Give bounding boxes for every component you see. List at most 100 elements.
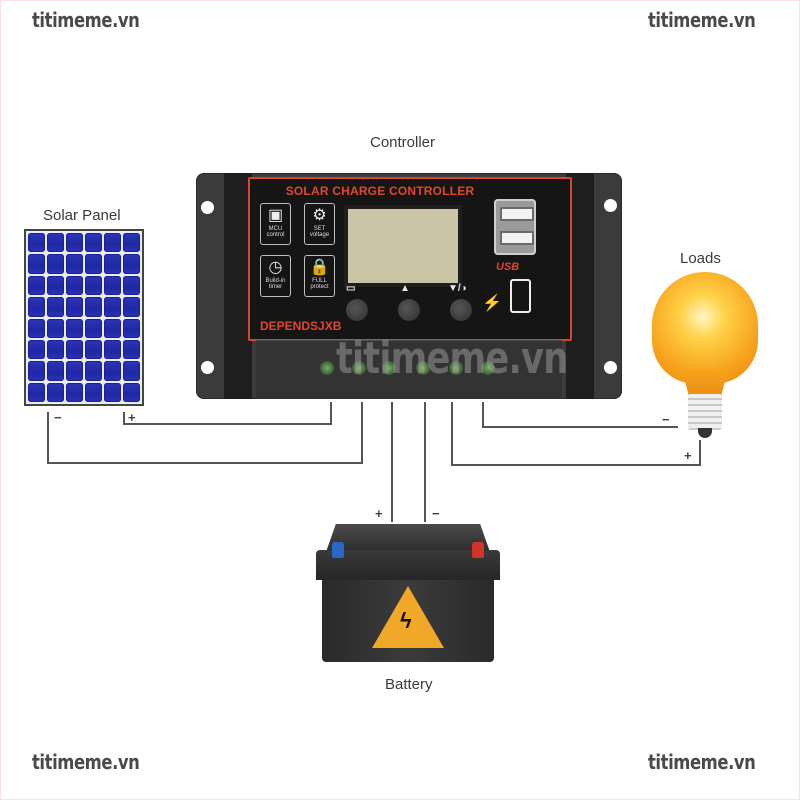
usb-label: USB bbox=[496, 261, 520, 273]
solar-cell bbox=[66, 254, 83, 274]
charge-controller: SOLAR CHARGE CONTROLLER ▣ MCU control ⚙ … bbox=[196, 173, 622, 399]
terminal-screw bbox=[481, 361, 495, 375]
solar-cell bbox=[123, 382, 140, 402]
battery-positive-sign: + bbox=[375, 506, 383, 521]
loads-label: Loads bbox=[680, 250, 721, 267]
solar-panel bbox=[24, 229, 144, 406]
battery-negative-sign: − bbox=[432, 506, 440, 521]
feature-set-voltage: ⚙ SET voltage bbox=[304, 203, 335, 245]
menu-button[interactable] bbox=[346, 299, 368, 321]
panel-positive-sign: + bbox=[128, 410, 136, 425]
usb-port bbox=[500, 231, 534, 245]
up-button[interactable] bbox=[398, 299, 420, 321]
mount-hole bbox=[201, 361, 214, 374]
solar-cell bbox=[66, 275, 83, 296]
watermark-bottom-left: titimeme.vn bbox=[32, 750, 140, 774]
solar-cell bbox=[28, 275, 45, 296]
solar-cell bbox=[104, 275, 121, 296]
brand-name: DEPENDSJXB bbox=[260, 319, 342, 333]
solar-cell bbox=[47, 233, 64, 253]
solar-cell bbox=[47, 254, 64, 274]
wire-panel-positive bbox=[123, 402, 332, 425]
solar-cell bbox=[28, 297, 45, 317]
solar-cell bbox=[47, 297, 64, 317]
solar-cell bbox=[66, 233, 83, 253]
solar-cell bbox=[85, 361, 102, 381]
solar-cell bbox=[47, 339, 64, 360]
feature-mcu-control: ▣ MCU control bbox=[260, 203, 291, 245]
solar-cell bbox=[28, 339, 45, 360]
battery-negative-terminal bbox=[332, 542, 344, 558]
chip-icon: ▣ bbox=[267, 207, 284, 224]
solar-cell bbox=[85, 297, 102, 317]
load-negative-sign: − bbox=[662, 412, 670, 427]
battery-top bbox=[326, 524, 490, 552]
watermark-top-left: titimeme.vn bbox=[32, 8, 140, 32]
charging-bolt-icon: ⚡ bbox=[482, 295, 502, 312]
usb-ports bbox=[494, 199, 536, 255]
solar-cell bbox=[123, 318, 140, 338]
solar-cell bbox=[28, 318, 45, 338]
lcd-display bbox=[344, 205, 462, 287]
watermark-top-right: titimeme.vn bbox=[648, 8, 756, 32]
solar-cell bbox=[28, 233, 45, 253]
solar-cell bbox=[47, 318, 64, 338]
bulb-neck bbox=[682, 370, 728, 396]
down-light-icon: ▼/◑ bbox=[448, 283, 467, 294]
panel-negative-sign: − bbox=[54, 410, 62, 425]
solar-cell bbox=[47, 275, 64, 296]
terminal-block bbox=[256, 340, 562, 399]
solar-cell bbox=[28, 361, 45, 381]
solar-cell bbox=[123, 275, 140, 296]
feature-build-in-timer: ◷ Build-in timer bbox=[260, 255, 291, 297]
controller-label: Controller bbox=[370, 134, 436, 151]
solar-cell bbox=[85, 318, 102, 338]
solar-cell bbox=[123, 254, 140, 274]
usb-port bbox=[500, 207, 534, 221]
solar-cell bbox=[85, 254, 102, 274]
up-arrow-icon: ▲ bbox=[400, 283, 410, 294]
bulb-base bbox=[688, 394, 722, 430]
solar-cell bbox=[85, 233, 102, 253]
solar-cell bbox=[66, 339, 83, 360]
wire-load-negative bbox=[482, 402, 678, 428]
solar-cell bbox=[66, 318, 83, 338]
battery-positive-terminal bbox=[472, 542, 484, 558]
phone-icon bbox=[510, 279, 531, 313]
battery-label: Battery bbox=[385, 676, 433, 693]
solar-cell bbox=[47, 382, 64, 402]
solar-cell bbox=[104, 382, 121, 402]
gear-icon: ⚙ bbox=[312, 207, 327, 224]
solar-cell bbox=[123, 233, 140, 253]
menu-icon: ▭ bbox=[346, 283, 356, 294]
wire-load-positive bbox=[451, 402, 701, 466]
solar-cell bbox=[123, 339, 140, 360]
solar-cell bbox=[123, 297, 140, 317]
bulb-tip bbox=[698, 428, 712, 438]
solar-cell bbox=[85, 339, 102, 360]
terminal-screw bbox=[382, 361, 396, 375]
battery-lid bbox=[316, 550, 500, 580]
terminal-screw bbox=[416, 361, 430, 375]
solar-cell bbox=[28, 382, 45, 402]
terminal-screw bbox=[352, 361, 366, 375]
terminal-screw bbox=[320, 361, 334, 375]
solar-cell bbox=[104, 361, 121, 381]
solar-cell bbox=[66, 382, 83, 402]
lock-icon: 🔒 bbox=[309, 259, 330, 276]
solar-cell bbox=[85, 275, 102, 296]
controller-faceplate: SOLAR CHARGE CONTROLLER ▣ MCU control ⚙ … bbox=[248, 177, 572, 341]
faceplate-title: SOLAR CHARGE CONTROLLER bbox=[285, 184, 475, 198]
light-bulb-icon bbox=[652, 272, 758, 384]
terminal-screw bbox=[449, 361, 463, 375]
high-voltage-icon: ϟ bbox=[400, 608, 412, 633]
solar-panel-label: Solar Panel bbox=[43, 207, 121, 224]
down-button[interactable] bbox=[450, 299, 472, 321]
solar-cell bbox=[104, 297, 121, 317]
solar-cell bbox=[66, 297, 83, 317]
wire-panel-negative bbox=[47, 402, 363, 464]
feature-full-protect: 🔒 FULL protect bbox=[304, 255, 335, 297]
solar-cell bbox=[123, 361, 140, 381]
clock-icon: ◷ bbox=[268, 259, 283, 276]
